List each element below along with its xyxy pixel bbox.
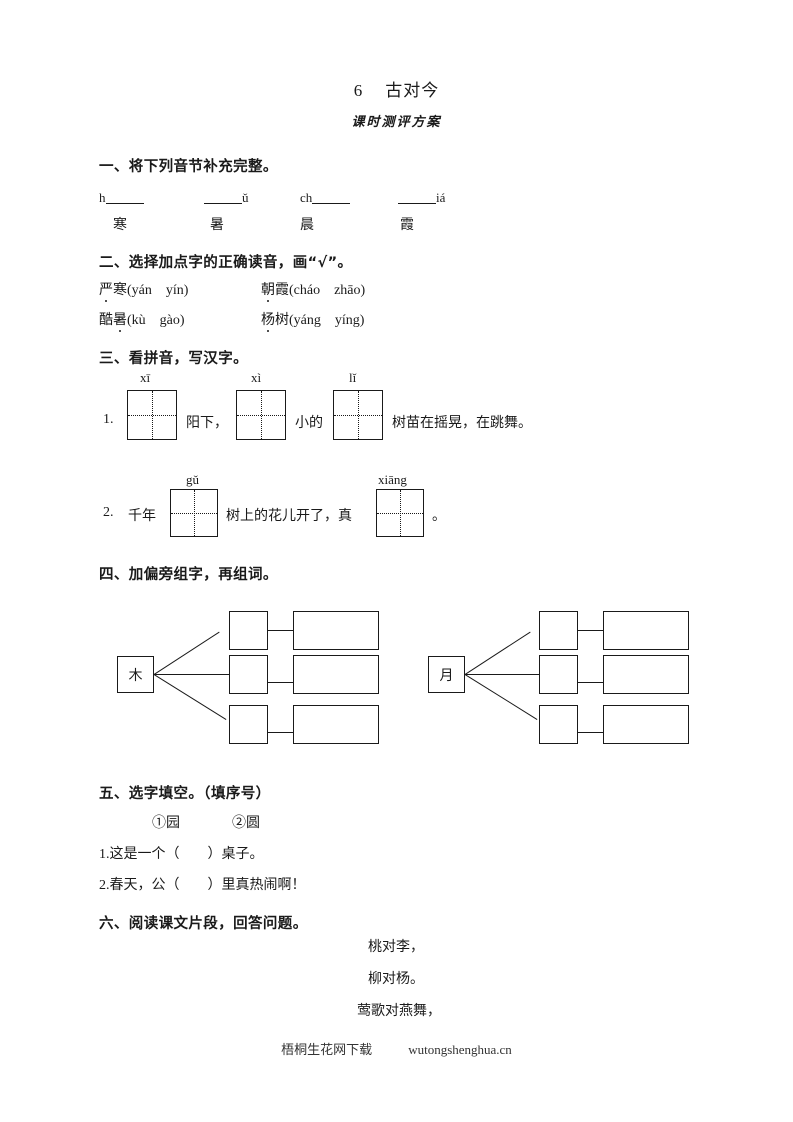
branch-line-up [464,631,531,676]
char-han: 寒 [113,218,127,233]
branch-line-mid [465,674,540,676]
blank-line[interactable] [398,191,436,204]
word-rest: 寒 [113,283,127,298]
new-word-box[interactable] [293,705,379,744]
connector-line [268,682,293,684]
dotted-char: 朝 [261,279,275,302]
word-rest: 树 [275,313,289,328]
footer-site-url: wutongshenghua.cn [408,1042,512,1057]
question-number-2: 2. [103,505,114,520]
pinyin-blank-2: ǔ [204,190,249,206]
blank-line[interactable] [204,191,242,204]
pinyin-label-xiang1: xiāng [378,472,407,487]
fill-in-item-2[interactable]: 2.春天，公（ ）里真热闹啊！ [99,878,306,893]
word-prefix: 酷 [99,313,113,328]
choice-option-2[interactable]: ②圆 [232,816,260,831]
blank-line[interactable] [312,191,351,204]
pinyin-blank-4: iá [398,190,445,206]
pinyin-suffix: iá [436,190,446,205]
sentence-fragment: 。 [432,509,446,524]
pinyin-choice-item-1: 严寒(yán yín) [99,279,189,302]
pinyin-choice-item-2: 朝霞(cháo zhāo) [261,279,366,302]
branch-line-down [464,674,538,721]
pinyin-label-li3: lǐ [349,370,357,385]
connector-line [578,630,603,632]
pinyin-prefix: h [99,190,106,205]
footer: 梧桐生花网下载 wutongshenghua.cn [0,1039,793,1058]
blank-line[interactable] [105,191,144,204]
new-char-box[interactable] [229,611,268,650]
pinyin-label-gu3: gǔ [186,472,199,487]
poem-line-3: 莺歌对燕舞， [357,1004,441,1019]
tianzige-box[interactable] [127,390,177,440]
sentence-fragment: 千年 [128,509,156,524]
pinyin-blank-3: ch [300,190,351,206]
pinyin-blank-1: h [99,190,144,206]
new-word-box[interactable] [603,705,689,744]
pinyin-choice-item-4: 杨树(yáng yíng) [261,309,365,332]
footer-site-name: 梧桐生花网下载 [281,1042,373,1057]
tianzige-box[interactable] [236,390,286,440]
tianzige-box[interactable] [333,390,383,440]
branch-line-mid [154,674,229,676]
new-word-box[interactable] [293,611,379,650]
new-char-box[interactable] [539,655,578,694]
new-char-box[interactable] [539,705,578,744]
pinyin-label-xi1: xī [140,370,151,385]
page-title: 6 古对今 [0,76,793,101]
connector-line [578,732,603,734]
branch-line-down [153,674,227,721]
new-char-box[interactable] [229,655,268,694]
char-xia: 霞 [400,218,414,233]
connector-line [268,630,293,632]
poem-line-1: 桃对李， [368,940,424,955]
pinyin-options[interactable]: (kù gào) [127,313,185,328]
section-6-heading: 六、阅读课文片段，回答问题。 [99,916,308,932]
new-word-box[interactable] [293,655,379,694]
section-1-heading: 一、将下列音节补充完整。 [99,159,278,175]
dotted-char: 暑 [113,309,127,332]
char-chen: 晨 [300,218,314,233]
word-rest: 霞 [275,283,289,298]
radical-root-box-mu: 木 [117,656,154,693]
section-2-heading: 二、选择加点字的正确读音，画“√”。 [99,255,353,271]
sentence-fragment: 树上的花儿开了，真 [226,509,352,524]
lesson-number: 6 [353,81,364,100]
branch-line-up [153,631,220,676]
new-word-box[interactable] [603,611,689,650]
tianzige-box[interactable] [376,489,424,537]
sentence-fragment: 树苗在摇晃，在跳舞。 [392,416,532,431]
lesson-title: 古对今 [385,81,440,100]
question-number-1: 1. [103,412,114,427]
new-char-box[interactable] [229,705,268,744]
pinyin-options[interactable]: (yáng yíng) [289,313,365,328]
pinyin-options[interactable]: (cháo zhāo) [289,283,366,298]
poem-line-2: 柳对杨。 [368,972,424,987]
fill-in-item-1[interactable]: 1.这是一个（ ）桌子。 [99,847,264,862]
dotted-char: 杨 [261,309,275,332]
char-shu: 暑 [210,218,224,233]
section-5-heading: 五、选字填空。（填序号） [99,786,271,802]
connector-line [268,732,293,734]
radical-root-box-yue: 月 [428,656,465,693]
connector-line [578,682,603,684]
choice-option-1[interactable]: ①园 [152,816,180,831]
sentence-fragment: 小的 [295,416,323,431]
tianzige-box[interactable] [170,489,218,537]
new-word-box[interactable] [603,655,689,694]
page-subtitle: 课时测评方案 [351,115,442,130]
section-3-heading: 三、看拼音，写汉字。 [99,351,248,367]
pinyin-choice-item-3: 酷暑(kù gào) [99,309,185,332]
pinyin-label-xi4: xì [251,370,262,385]
new-char-box[interactable] [539,611,578,650]
dotted-char: 严 [99,279,113,302]
pinyin-options[interactable]: (yán yín) [127,283,189,298]
pinyin-prefix: ch [300,190,313,205]
section-4-heading: 四、加偏旁组字，再组词。 [99,567,278,583]
sentence-fragment: 阳下， [186,416,228,431]
pinyin-suffix: ǔ [242,190,249,205]
